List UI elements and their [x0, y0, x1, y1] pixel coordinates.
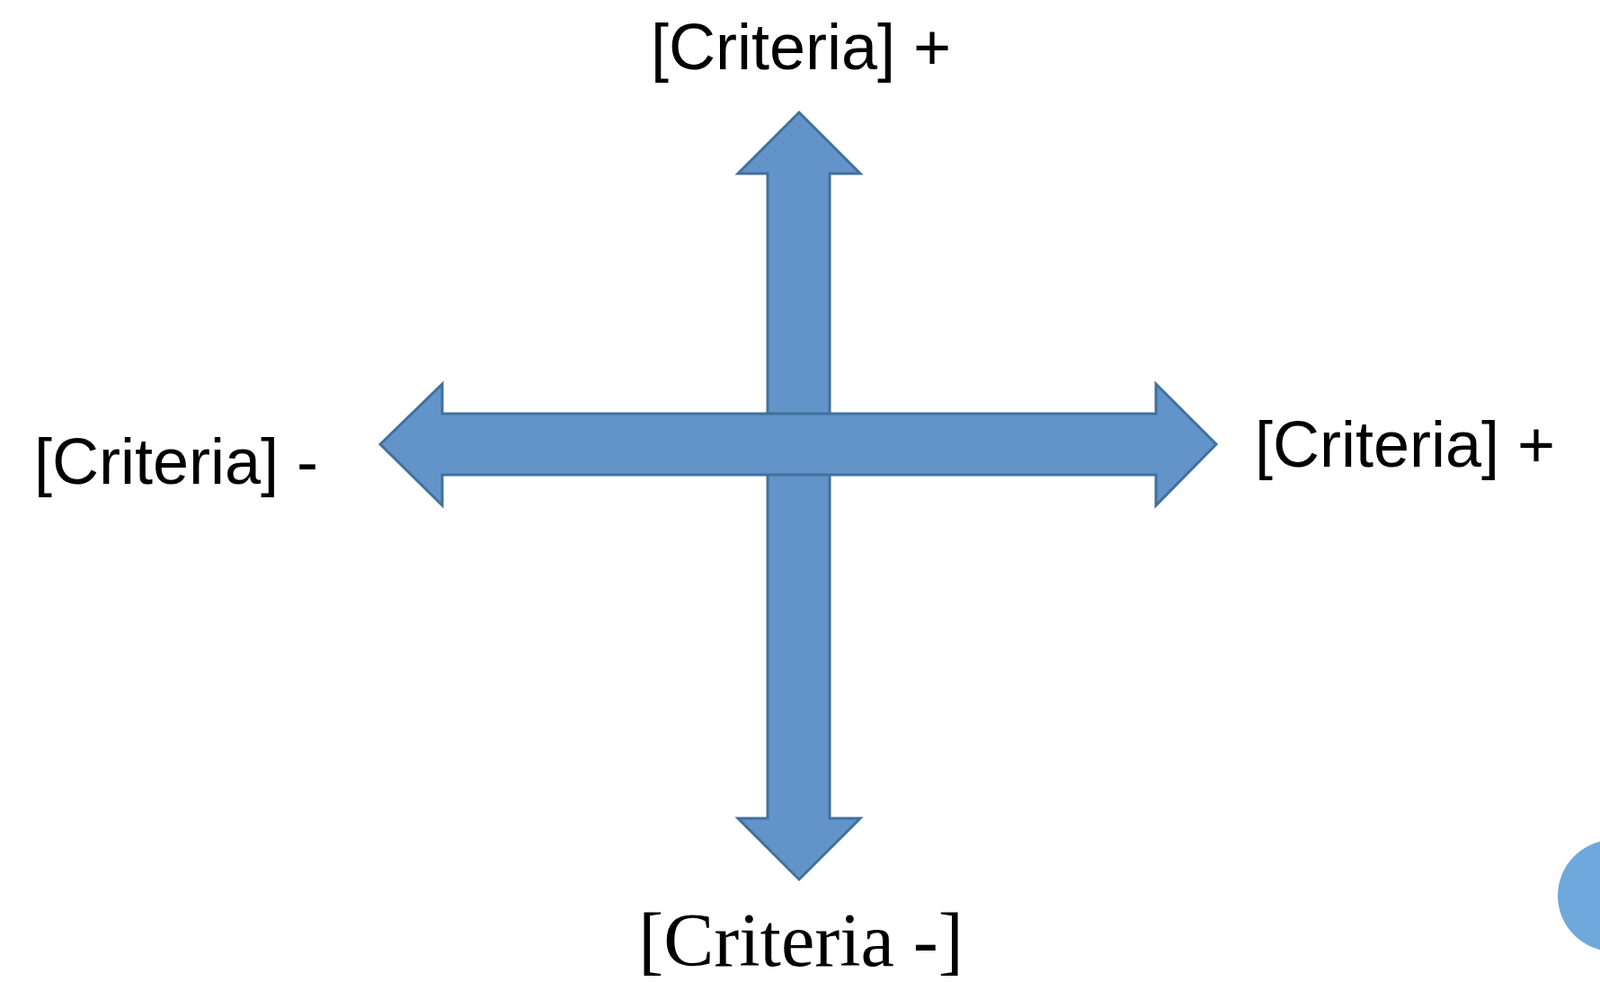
slide-decoration-circle	[1557, 839, 1600, 952]
axis-label: [Criteria] +	[650, 14, 952, 80]
vertical-double-arrow	[737, 112, 861, 880]
axis-label: [Criteria] -	[34, 428, 319, 494]
axis-label: [Criteria -]	[638, 902, 963, 978]
horizontal-double-arrow	[380, 383, 1217, 506]
axis-label: [Criteria] +	[1254, 411, 1556, 477]
